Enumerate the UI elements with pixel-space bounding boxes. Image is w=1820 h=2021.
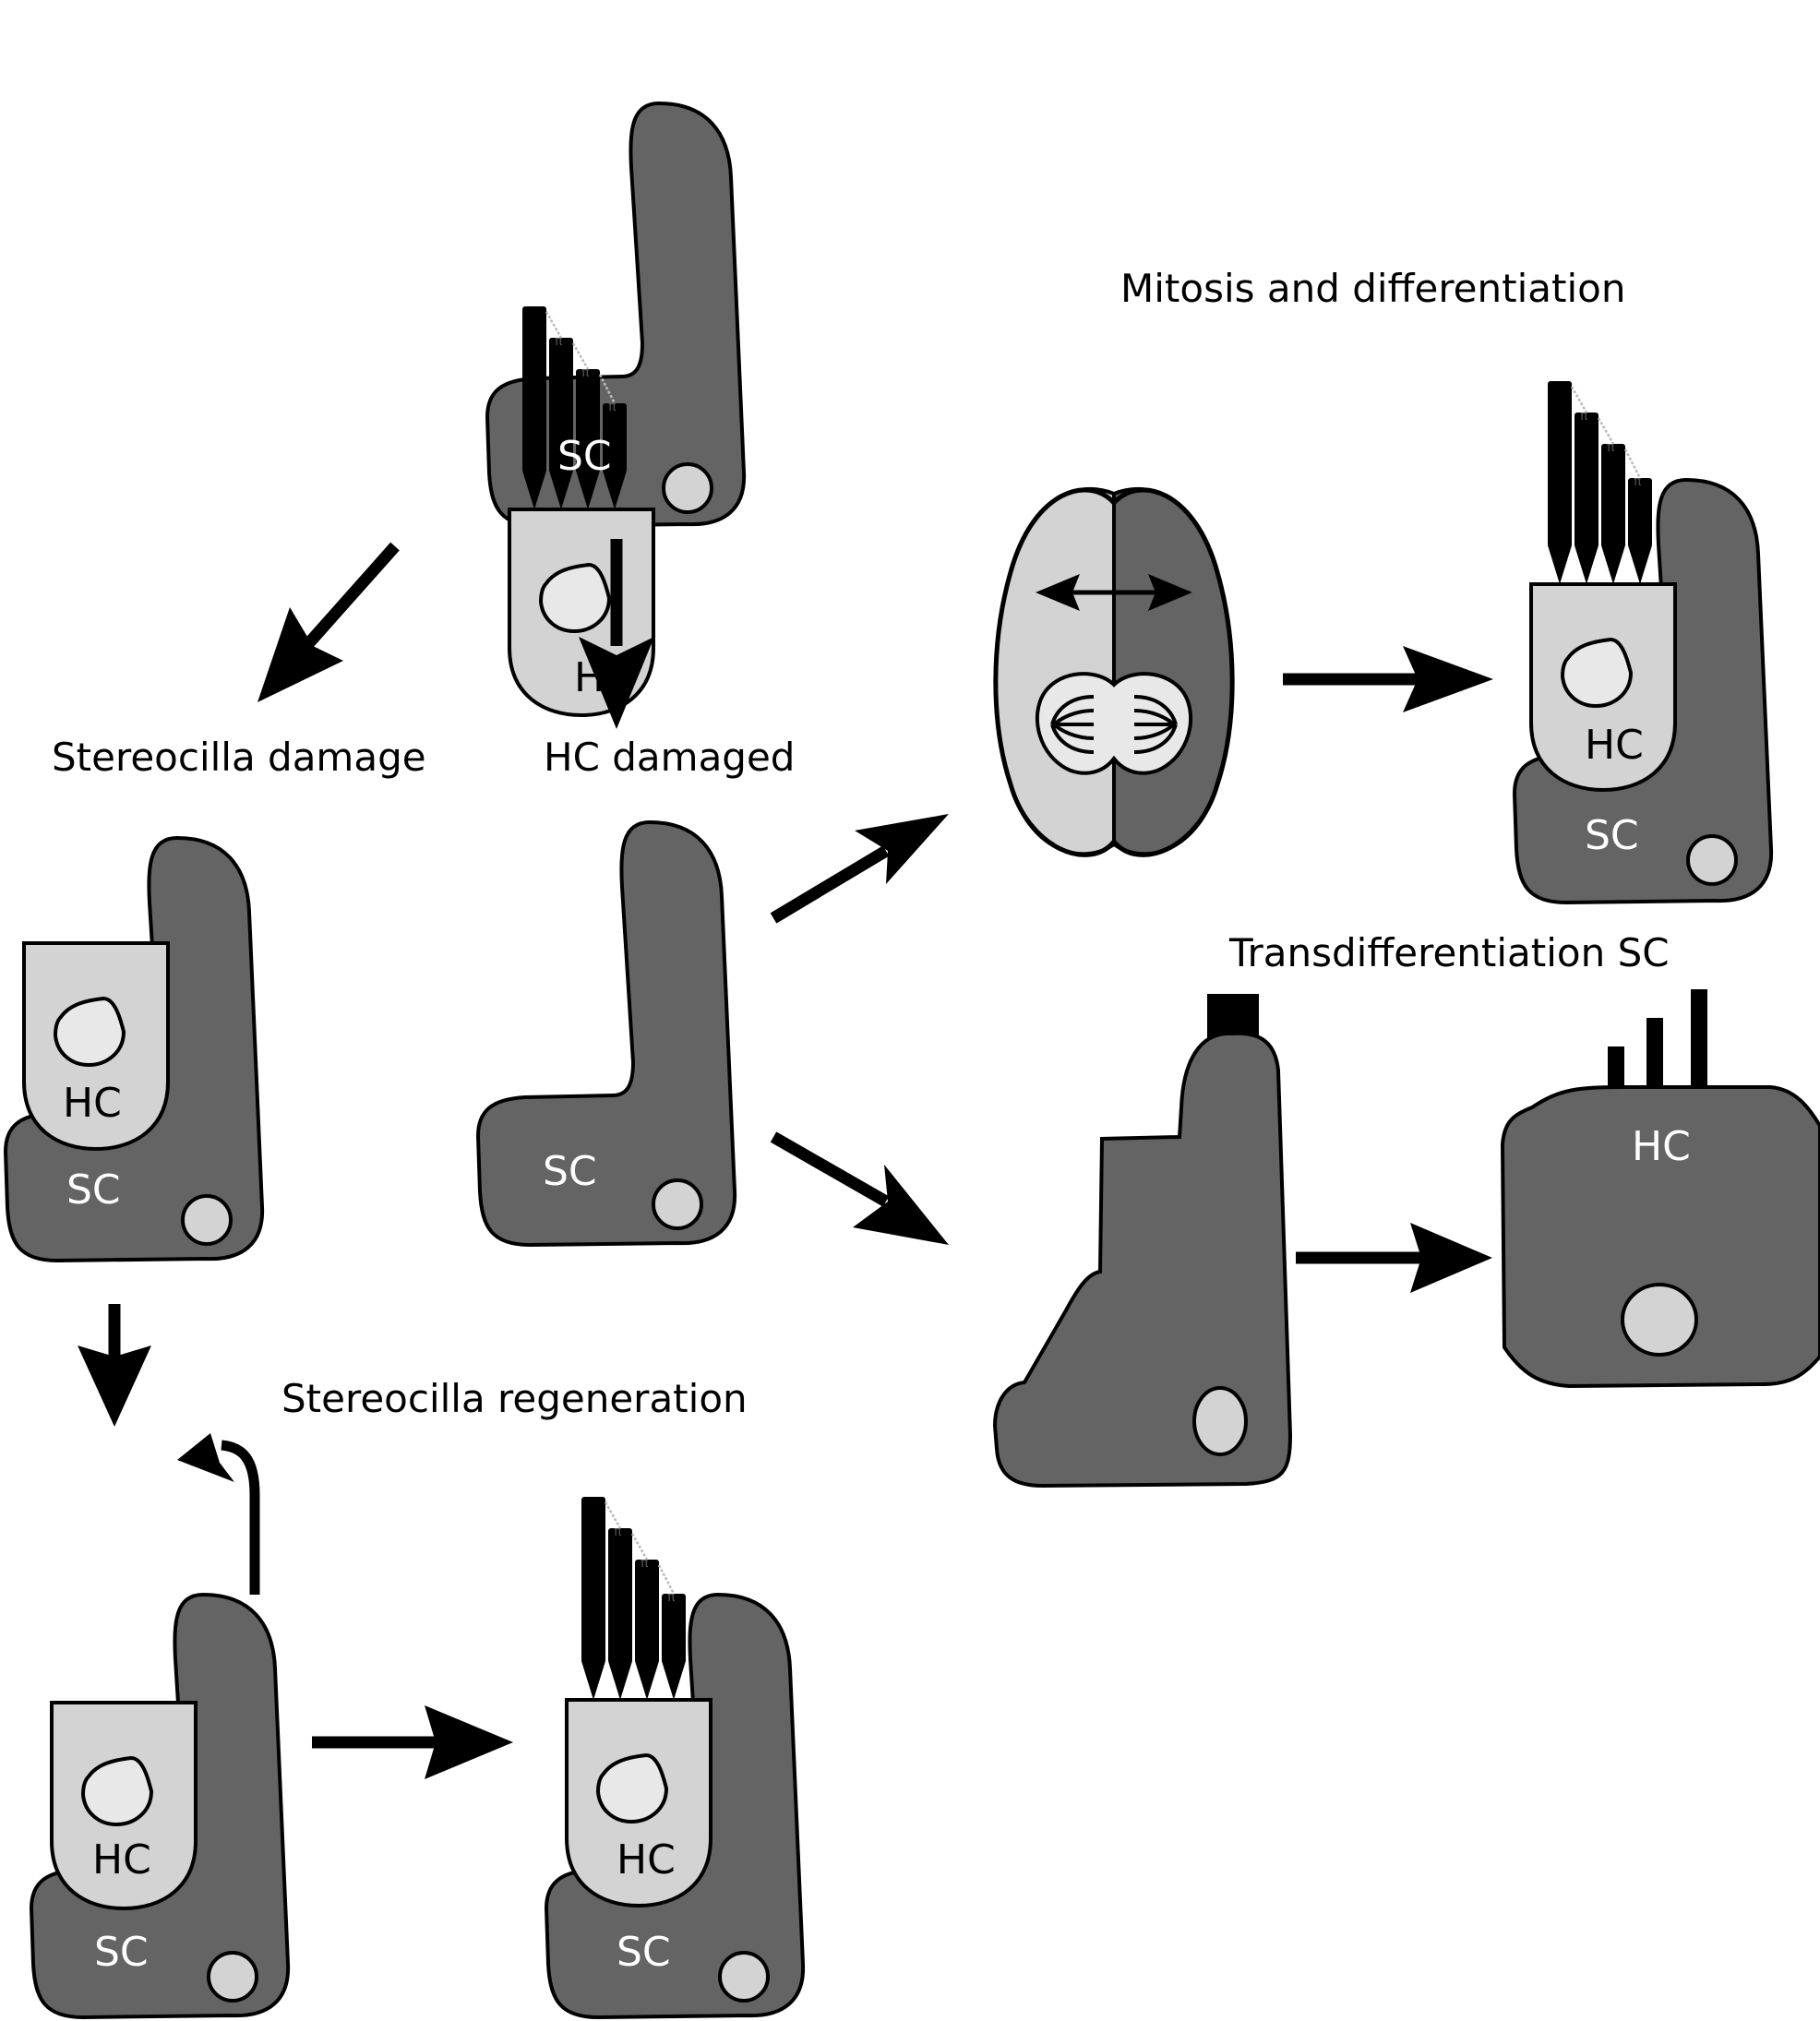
- sc-nucleus: [662, 462, 713, 514]
- sc-label: SC: [557, 433, 612, 480]
- arrow-to-stereocilla-damage: [257, 542, 400, 702]
- damaged-stereocilia-unit: HC SC: [4, 836, 265, 1262]
- arrow-to-regeneration: [78, 1304, 151, 1427]
- double-arrow-icon: [1036, 574, 1192, 611]
- sc-nucleus: [1192, 1386, 1248, 1456]
- arrow-to-mitosis: [770, 814, 949, 924]
- hc-label: HC: [92, 1836, 151, 1883]
- hc-label: HC: [63, 1080, 122, 1127]
- curved-arrow-icon: [177, 1433, 260, 1595]
- new-hc-transdiff: HC: [1500, 989, 1820, 1389]
- hc-nucleus: [1621, 1283, 1698, 1357]
- regenerated-unit: HC SC: [545, 1495, 806, 2019]
- stereocilia-bundle-icon: [1546, 379, 1654, 586]
- regenerating-unit: HC SC: [30, 1593, 291, 2019]
- hc-damaged-unit: SC: [476, 820, 737, 1247]
- arrow-to-hc-damaged: [579, 539, 654, 729]
- label-mitosis: Mitosis and differentiation: [1120, 266, 1625, 311]
- sc-nucleus: [207, 1951, 258, 2003]
- new-cell-unit-mitosis: HC SC: [1513, 379, 1774, 904]
- hc-label: HC: [1585, 722, 1644, 769]
- arrow-to-regenerated: [312, 1705, 513, 1779]
- supporting-cell: [476, 820, 737, 1247]
- sc-label: SC: [1585, 812, 1639, 859]
- sc-label: SC: [66, 1166, 121, 1214]
- hc-label: HC: [617, 1836, 676, 1883]
- label-hc-damaged: HC damaged: [544, 735, 795, 780]
- arrow-transdiff-to-hc: [1296, 1223, 1492, 1293]
- sc-label: SC: [543, 1148, 597, 1195]
- sc-label: SC: [617, 1929, 671, 1976]
- sc-nucleus: [652, 1178, 703, 1230]
- spindle-icon: [1036, 672, 1192, 775]
- dividing-cell: [993, 486, 1235, 857]
- sc-label: SC: [94, 1929, 149, 1976]
- sc-nucleus: [718, 1951, 770, 2003]
- stereocilium-stub-icon: [1207, 994, 1259, 1038]
- sc-nucleus: [1686, 834, 1738, 886]
- arrow-to-transdifferentiation: [770, 1131, 949, 1245]
- label-stereocilla-regeneration: Stereocilla regeneration: [281, 1376, 748, 1421]
- label-stereocilla-damage: Stereocilla damage: [52, 735, 426, 780]
- hc-label: HC: [1632, 1123, 1691, 1170]
- sc-nucleus: [181, 1194, 233, 1246]
- transdifferentiating-sc: [992, 994, 1293, 1489]
- stereocilia-bundle-icon: [580, 1495, 688, 1702]
- arrow-mitosis-to-new-hc: [1283, 646, 1493, 712]
- label-transdifferentiation: Transdifferentiation SC: [1228, 930, 1670, 975]
